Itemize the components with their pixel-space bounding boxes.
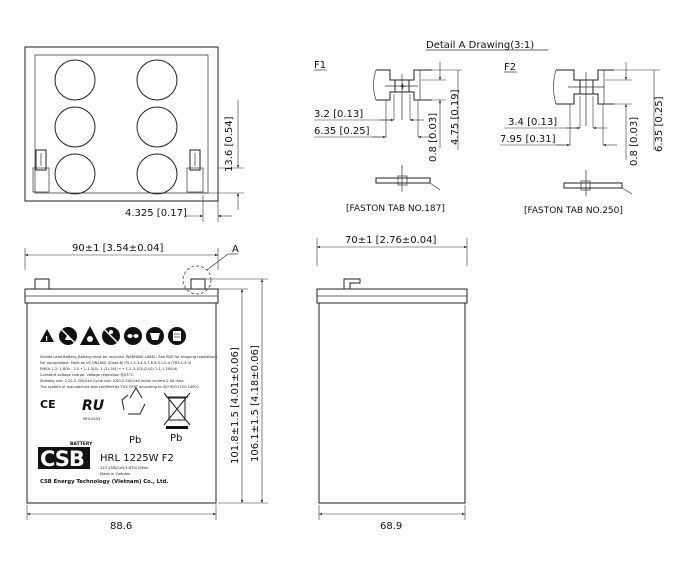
f2-dim-v2: 6.35 [0.25]	[654, 96, 665, 152]
top-view-lid-edge	[34, 54, 209, 194]
detail-callout-label: A	[232, 244, 239, 255]
front-dim-width: 90±1 [3.54±0.04]	[72, 243, 163, 254]
pb-label-1: Pb	[129, 435, 141, 446]
side-dim-bottom: 68.9	[380, 521, 402, 532]
front-case	[26, 302, 217, 504]
f1-plus-mark: +	[399, 82, 407, 92]
f2-caption: [FASTON TAB NO.250]	[524, 206, 623, 216]
front-dim-h1: 101.8±1.5 [4.01±0.06]	[230, 347, 241, 464]
vent-cap	[136, 59, 178, 101]
warning-line: EMEA 1-2: 1-800 - 2.5 • 1-1-3(4). 1-(1)-…	[40, 367, 178, 371]
f2-label: F2	[504, 62, 516, 73]
front-dim-h2: 106.1±1.5 [4.18±0.06]	[250, 345, 261, 462]
model-name: HRL 1225W F2	[100, 453, 174, 464]
f2-side-profile	[563, 182, 623, 189]
front-terminal-left	[34, 278, 50, 290]
model-spec: 12V 25W/Cell/1.67V/15Min	[100, 466, 148, 470]
f2-dim-v1: 0.8 [0.03]	[629, 117, 640, 166]
f1-dim-a: 3.2 [0.13]	[314, 109, 363, 120]
top-view-outline	[24, 46, 219, 202]
safety-icons: !	[40, 326, 186, 345]
top-dim-height: 13.6 [0.54]	[224, 116, 235, 172]
vent-cap	[54, 153, 96, 195]
warning-line: Standby use: 2.25-2.30V/cell Cycle use: …	[40, 379, 184, 383]
top-view: 13.6 [0.54] 4.325 [0.17]	[24, 46, 244, 222]
f1-dim-v2: 4.75 [0.19]	[450, 89, 461, 145]
top-dim-width: 4.325 [0.17]	[125, 208, 187, 219]
warning-line: For nonspillable: Mark as US UN2800 (Cla…	[40, 361, 192, 365]
csb-logo: CSB	[38, 447, 90, 471]
detail-callout-circle	[182, 265, 212, 295]
explosive-icon	[80, 326, 100, 345]
recycle-icon	[121, 387, 146, 415]
warning-line: The system of manufacture was certified …	[39, 385, 199, 389]
f1-caption: [FASTON TAB NO.187]	[346, 204, 445, 214]
vent-cap	[136, 106, 178, 148]
f2-dim-a: 3.4 [0.13]	[508, 117, 557, 128]
detail-title: Detail A Drawing(3:1)	[426, 40, 534, 51]
terminal-left	[32, 149, 50, 193]
crossed-bin-icon	[163, 392, 191, 429]
battery-word: BATTERY	[70, 441, 93, 447]
brand-name: CSB	[40, 447, 84, 471]
ce-mark: CE	[40, 398, 56, 411]
svg-text:RU: RU	[82, 398, 105, 414]
f1-dim-v1: 0.8 [0.03]	[428, 113, 439, 162]
detail-a: Detail A Drawing(3:1) F1 + 3.2 [0.13]	[314, 40, 665, 216]
side-case	[318, 302, 466, 504]
detail-f2: F2 3.4 [0.13] 7.95 [0.31] 0.8 [0.03	[500, 62, 665, 216]
detail-f1: F1 + 3.2 [0.13] 6.35 [0.25]	[314, 60, 462, 214]
side-lid	[316, 288, 468, 304]
f1-label: F1	[314, 60, 326, 71]
vent-cap	[136, 153, 178, 195]
terminal-right	[186, 149, 204, 193]
ul-code: MH14533	[83, 417, 100, 421]
made-in: Made in Vietnam	[100, 472, 131, 476]
f2-dim-b: 7.95 [0.31]	[500, 134, 556, 145]
svg-text:!: !	[45, 335, 48, 343]
warning-line: Constant voltage charge. Voltage regulat…	[40, 373, 134, 377]
warning-triangle-icon	[40, 329, 54, 342]
vent-cap	[54, 59, 96, 101]
eye-protection-icon	[124, 327, 142, 345]
side-view: 70±1 [2.76±0.04] 68.9	[316, 235, 468, 532]
vent-caps	[54, 59, 178, 195]
warning-line: Sealed Lead Battery. Battery must be rec…	[40, 355, 218, 359]
front-lid	[24, 288, 219, 304]
label-warning-text: Sealed Lead Battery. Battery must be rec…	[39, 355, 218, 389]
side-dim-width: 70±1 [2.76±0.04]	[345, 235, 436, 246]
front-terminal-right	[190, 278, 206, 290]
front-view: 90±1 [3.54±0.04] A !	[24, 243, 268, 532]
front-dim-bottom: 88.6	[110, 521, 132, 532]
pb-label-2: Pb	[170, 433, 182, 444]
vent-cap	[54, 106, 96, 148]
side-terminal	[343, 278, 361, 289]
f1-dim-b: 6.35 [0.25]	[314, 126, 370, 137]
ul-recognized-icon: RU	[82, 398, 105, 414]
f1-side-profile	[375, 177, 431, 184]
company-name: CSB Energy Technology (Vietnam) Co., Ltd…	[40, 479, 168, 485]
